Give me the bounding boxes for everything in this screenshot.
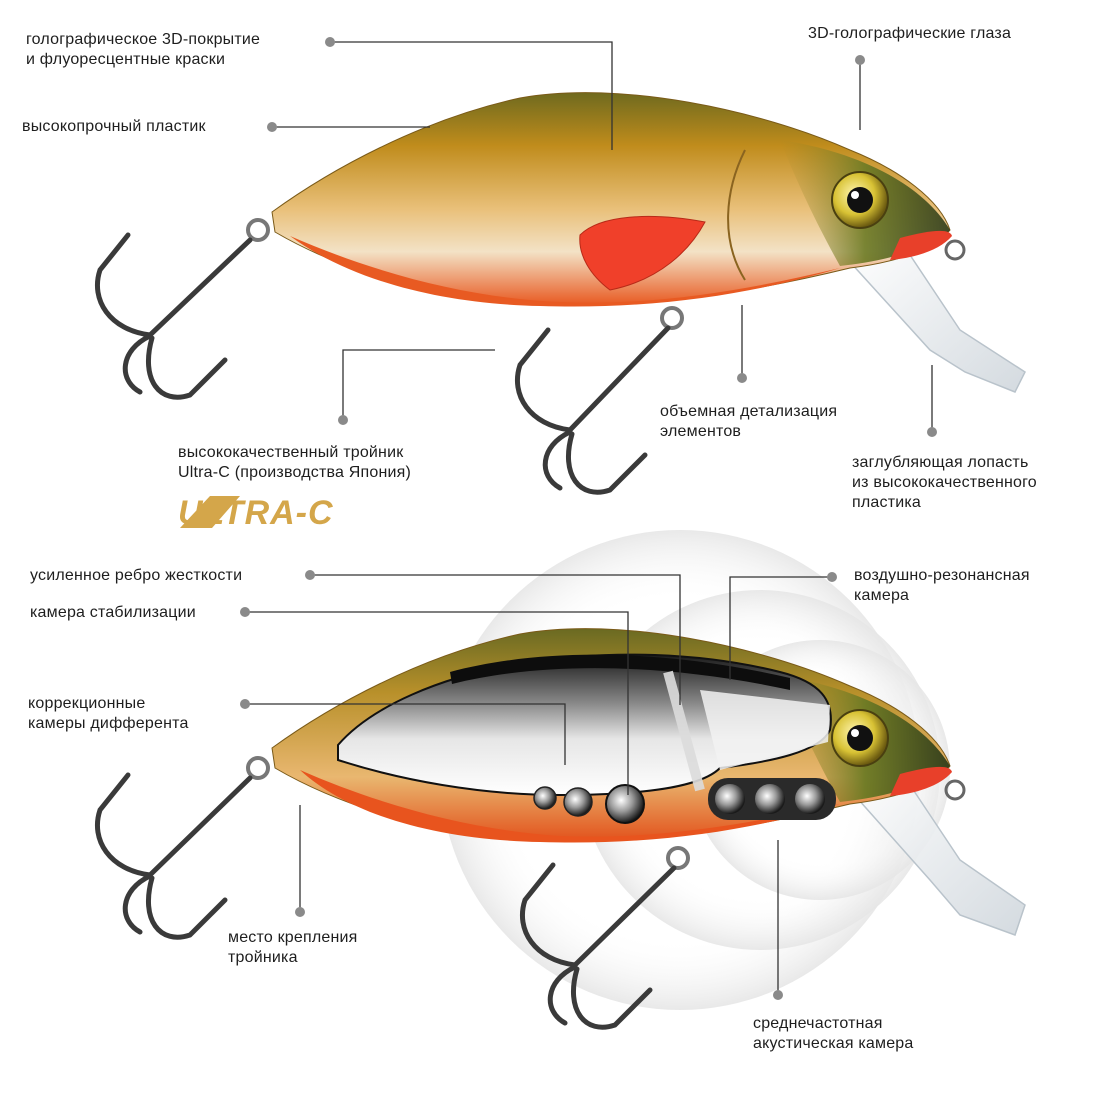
top-lure	[94, 92, 1026, 495]
split-ring-icon	[660, 306, 684, 330]
label-plastic: высокопрочный пластик	[22, 118, 206, 135]
leader-dots	[240, 37, 937, 1000]
label-stab-chamber: камера стабилизации	[30, 604, 196, 621]
trim-chambers	[533, 786, 593, 817]
treble-hook-icon	[94, 232, 253, 400]
treble-hook-icon	[94, 772, 253, 940]
ultra-c-logo: ULTRA-C	[178, 494, 334, 532]
split-ring-icon	[666, 846, 690, 870]
split-ring-icon	[944, 239, 966, 261]
eye-icon	[831, 171, 889, 229]
pectoral-fin	[579, 215, 706, 291]
stabilization-chamber	[605, 784, 645, 824]
reinforced-rib	[450, 654, 790, 690]
label-eyes: 3D-голографические глаза	[808, 25, 1012, 42]
split-ring-icon	[246, 218, 270, 242]
treble-hook-icon	[514, 325, 671, 495]
label-rib: усиленное ребро жесткости	[30, 567, 243, 584]
eye-icon	[831, 709, 889, 767]
ultra-c-logo-mark	[180, 496, 240, 528]
split-ring-icon	[246, 756, 270, 780]
treble-hook-icon	[519, 862, 677, 1030]
split-ring-icon	[944, 779, 966, 801]
leader-lines	[245, 41, 933, 993]
bottom-lure	[94, 530, 1026, 1030]
acoustic-chamber	[708, 778, 836, 820]
